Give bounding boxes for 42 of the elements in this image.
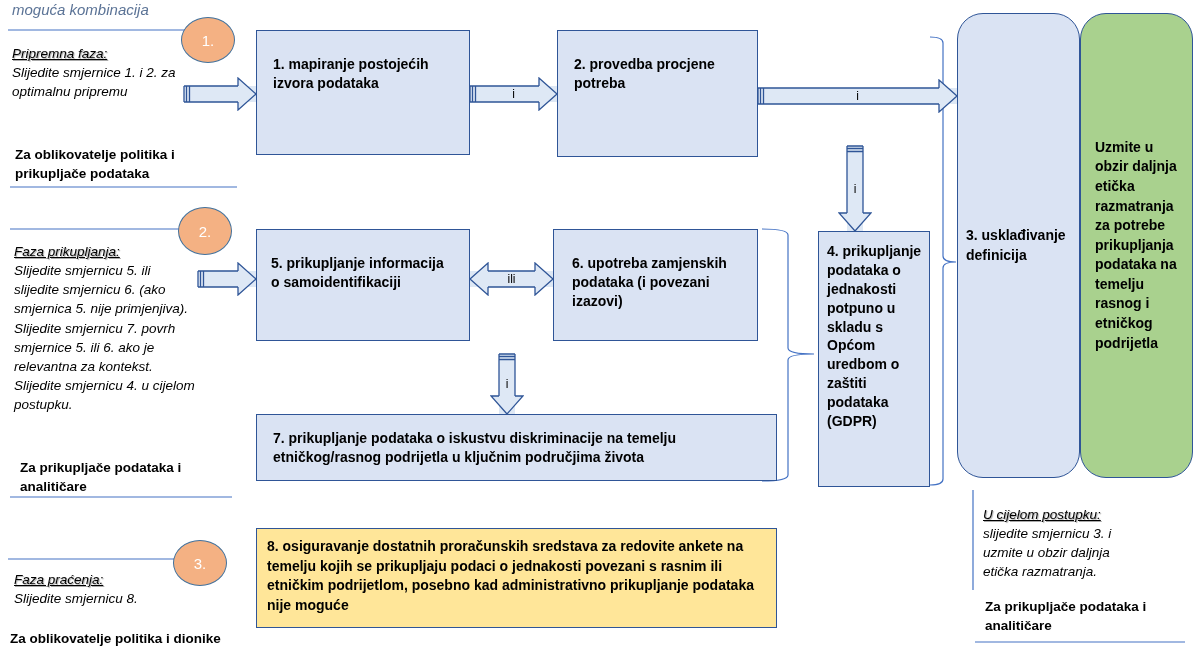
box-label: Uzmite u obzir daljnja etička razmatranja za potrebe prikupljanja podataka na temelju rasnog i etničkog podrijetla — [1095, 137, 1178, 353]
edge-label: i — [511, 88, 516, 100]
box-label: 3. usklađivanje definicija — [966, 225, 1067, 265]
rounded-panel — [1080, 13, 1193, 478]
process-box — [256, 30, 470, 155]
audience-note: Za prikupljače podataka i analitičare — [20, 459, 183, 496]
audience-note: Za oblikovatelje politika i dionike — [10, 630, 222, 648]
box-label: 2. provedba procjene potreba — [574, 55, 716, 93]
phase-heading: Faza prikupljanja: — [14, 243, 121, 261]
process-box — [256, 229, 470, 341]
audience-note: Za oblikovatelje politika i prikupljače podataka — [15, 146, 176, 183]
step-circle — [173, 540, 227, 586]
box-label: 8. osiguravanje dostatnih proračunskih sredstava za redovite ankete na temelju kojih se prikupljaju podaci o jednakosti povezani s rasnim ili etničkim podrijetlom, posebno kad administrativno prikupljanje podataka nije moguće — [267, 537, 755, 615]
phase-text: Slijedite smjernicu 8. — [14, 590, 139, 609]
phase-heading: Pripremna faza: — [12, 45, 109, 63]
edge-label: ili — [506, 273, 517, 285]
step-number: 3. — [193, 554, 207, 572]
phase-text: slijedite smjernicu 3. i uzmite u obzir daljnja etička razmatranja. — [983, 525, 1113, 582]
step-number: 1. — [201, 31, 215, 49]
box-label: 1. mapiranje postojećih izvora podataka — [273, 55, 430, 93]
box-label: 4. prikupljanje podataka o jednakosti potpuno u skladu s Općom uredbom o zaštiti podataka (GDPR) — [827, 242, 923, 431]
step-circle — [178, 207, 232, 255]
phase-heading: U cijelom postupku: — [983, 506, 1102, 524]
box-label: 6. upotreba zamjenskih podataka (i povezani izazovi) — [572, 254, 728, 311]
step-number: 2. — [198, 222, 212, 240]
phase-text: Slijedite smjernicu 5. ili slijedite smjernicu 6. (ako smjernica 5. nije primjenjiva). Slijedite smjernicu 7. povrh smjernice 5. ili 6. ako je relevantna za kontekst. Slijedite smjernicu 4. u cijelom postupku. — [14, 262, 196, 415]
process-box — [256, 528, 777, 628]
process-box — [818, 231, 930, 487]
edge-label: i — [852, 182, 858, 195]
edge-label: i — [855, 90, 860, 102]
step-circle — [181, 17, 235, 63]
process-box — [557, 30, 758, 157]
process-box — [256, 414, 777, 481]
heading-text: moguća kombinacija — [12, 0, 150, 20]
process-box — [553, 229, 758, 341]
rounded-panel — [957, 13, 1080, 478]
audience-note: Za prikupljače podataka i analitičare — [985, 598, 1148, 635]
phase-text: Slijedite smjernice 1. i 2. za optimalnu pripremu — [12, 64, 177, 102]
phase-heading: Faza praćenja: — [14, 571, 105, 589]
edge-label: i — [504, 378, 510, 390]
box-label: 5. prikupljanje informacija o samoidentifikaciji — [271, 254, 445, 292]
box-label: 7. prikupljanje podataka o iskustvu diskriminacije na temelju etničkog/rasnog podrijetla u ključnim područjima života — [273, 429, 678, 467]
